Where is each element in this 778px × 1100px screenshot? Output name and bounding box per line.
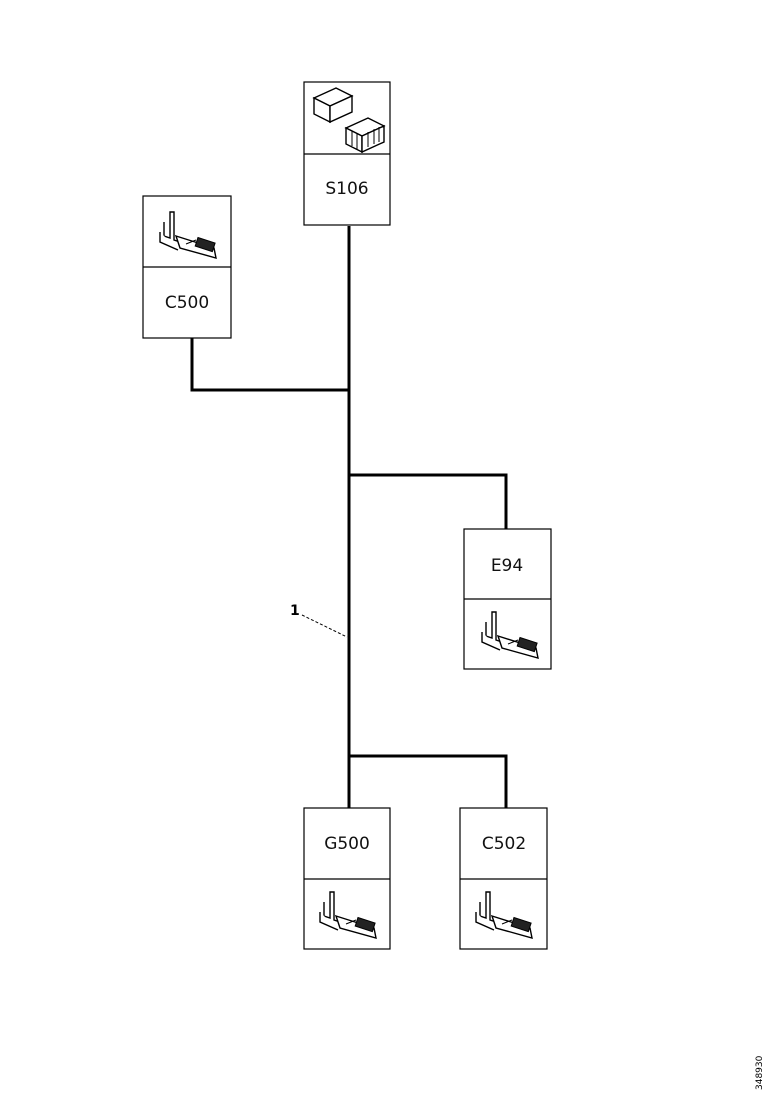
g500-label: G500 — [324, 834, 370, 854]
connector-c502[interactable]: C502 — [459, 807, 548, 950]
terminal-connector-icon — [475, 891, 533, 939]
connector-c500[interactable]: C500 — [142, 195, 232, 339]
connector-s106[interactable]: S106 — [303, 0, 391, 226]
terminal-connector-icon — [481, 611, 539, 659]
branch-wire-e94 — [349, 473, 508, 529]
branch-wire-c500 — [190, 338, 349, 392]
connector-e94[interactable]: E94 — [463, 528, 552, 670]
e94-label: E94 — [491, 556, 523, 576]
terminal-connector-icon — [319, 891, 377, 939]
switch-block-icon — [312, 87, 386, 154]
connector-g500[interactable]: G500 — [303, 807, 391, 950]
c502-label: C502 — [482, 834, 526, 854]
figure-id: 348930 — [755, 1055, 765, 1090]
branch-wire-c502 — [349, 754, 508, 808]
terminal-connector-icon — [159, 211, 217, 259]
callout-number: 1 — [290, 603, 300, 619]
harness-callout: 1 — [290, 603, 348, 638]
c500-label: C500 — [165, 293, 209, 313]
s106-label: S106 — [325, 179, 368, 199]
callout-leader-line — [301, 614, 348, 638]
harness-wires — [190, 226, 508, 808]
